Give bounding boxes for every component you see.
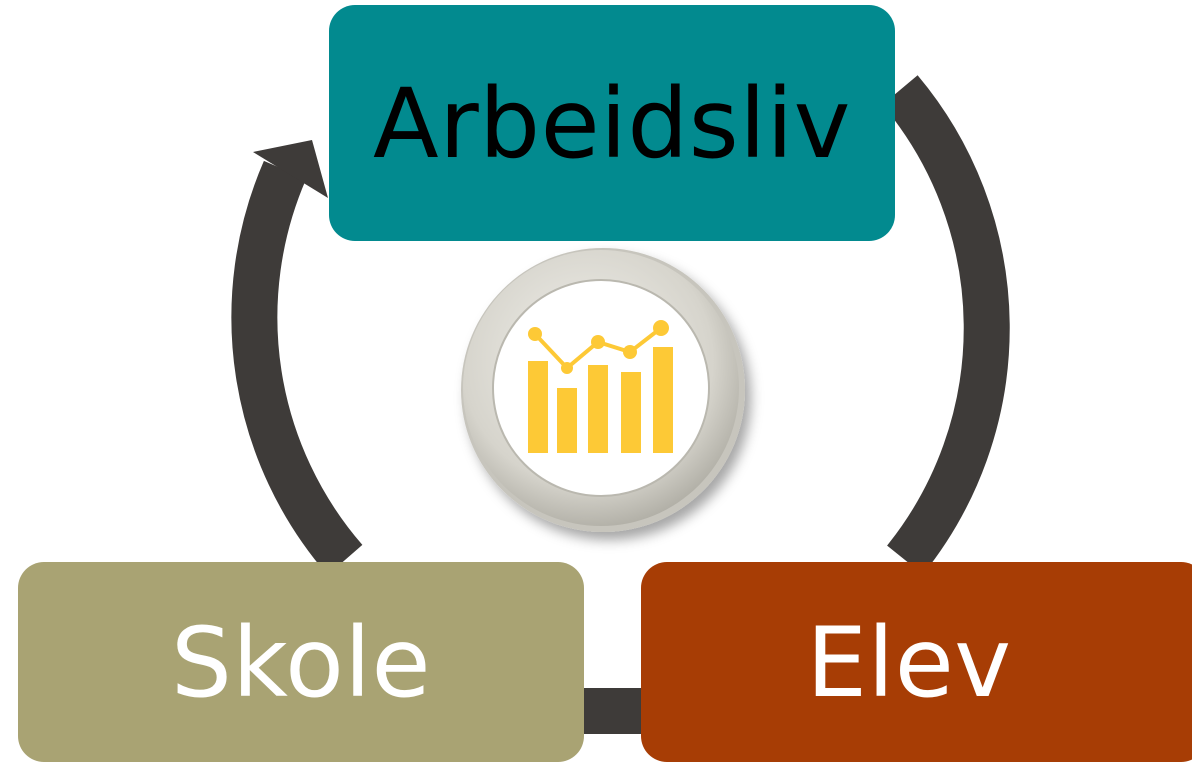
elev-label: Elev — [806, 607, 1012, 719]
skole-label: Skole — [170, 607, 432, 719]
cycle-arrowhead — [253, 140, 328, 198]
elev-box: Elev — [641, 562, 1192, 762]
bar-line-chart-icon — [461, 248, 745, 532]
cycle-arrow-left-arc — [231, 160, 363, 576]
arbeidsliv-label: Arbeidsliv — [373, 68, 851, 180]
cycle-arrow-bottom-segment — [580, 688, 646, 734]
cycle-arrow-right-arc — [882, 75, 1010, 575]
skole-box: Skole — [18, 562, 584, 762]
arbeidsliv-box: Arbeidsliv — [329, 5, 895, 241]
